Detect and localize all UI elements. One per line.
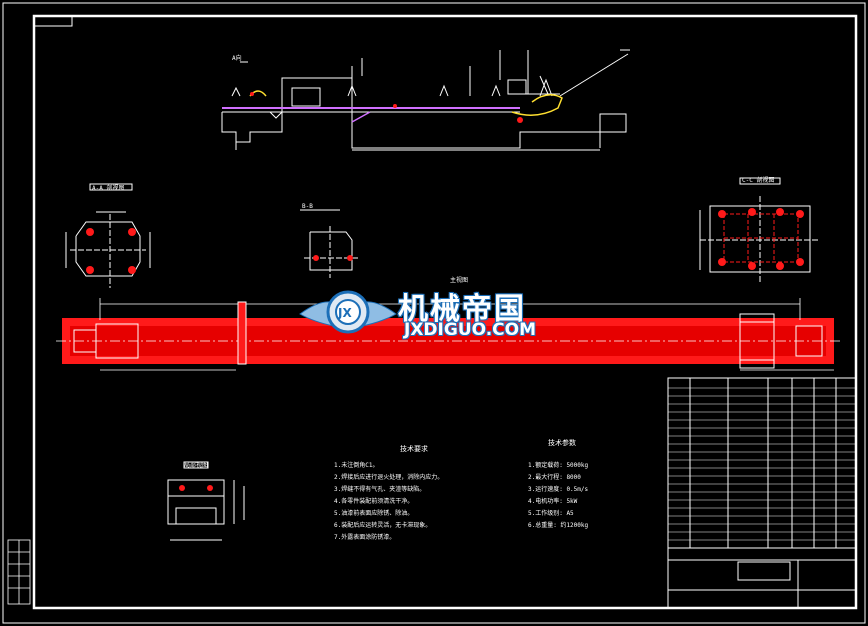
list-item: 1.未注倒角C1。	[334, 462, 379, 469]
mid-section-holes	[313, 255, 353, 261]
tech-requirements-title: 技术要求	[400, 445, 428, 453]
mid-section-view	[300, 209, 360, 278]
right-section-redgrid	[723, 213, 799, 263]
parts-list-table	[667, 377, 857, 609]
list-item: 5.工作级别: A5	[528, 510, 574, 517]
watermark-cn: 机械帝国	[398, 292, 526, 327]
list-item: 6.装配后应运转灵活，无卡滞现象。	[334, 522, 432, 529]
list-item: 1.额定载荷: 5000kg	[528, 462, 589, 469]
top-view-label: A向	[232, 54, 242, 62]
left-section-label: A-A 剖视图	[92, 184, 124, 192]
list-item: 3.焊缝不得有气孔、夹渣等缺陷。	[334, 486, 426, 493]
left-section-holes	[86, 228, 136, 274]
main-view-label: 主视图	[450, 276, 468, 284]
list-item: 4.各零件装配前须清洗干净。	[334, 498, 414, 505]
bottom-detail-holes	[179, 485, 213, 491]
tech-params-title: 技术参数	[548, 439, 576, 447]
list-item: 5.油漆前表面应除锈、除油。	[334, 510, 414, 517]
main-beam	[56, 298, 840, 371]
right-section-holes	[718, 208, 804, 270]
bottom-detail-view	[167, 461, 245, 541]
watermark-badge-text: JX	[337, 306, 352, 320]
list-item: 7.外露表面涂防锈漆。	[334, 534, 396, 541]
list-item: 2.最大行程: 8000	[528, 474, 581, 481]
top-view	[221, 49, 630, 151]
list-item: 6.总重量: 约1200kg	[528, 522, 589, 529]
right-section-label: C-C 剖视图	[742, 176, 774, 184]
list-item: 3.运行速度: 0.5m/s	[528, 486, 589, 493]
parts-list-rows	[668, 387, 856, 541]
sheet-number-box	[33, 15, 73, 27]
binding-stripe	[7, 539, 31, 605]
mid-section-label: B-B	[302, 203, 313, 210]
watermark-logo	[299, 290, 397, 334]
bottom-detail-label: 局部视图	[184, 461, 208, 469]
list-item: 4.电机功率: 5kW	[528, 498, 578, 505]
left-section-view	[65, 183, 151, 288]
list-item: 2.焊接后应进行退火处理，消除内应力。	[334, 474, 444, 481]
watermark-en: JXDIGUO.COM	[404, 320, 537, 340]
watermark: 机械帝国 JXDIGUO.COM	[288, 282, 588, 352]
top-view-highlights	[222, 90, 563, 123]
right-section-view	[699, 177, 820, 282]
inner-border	[32, 14, 858, 610]
